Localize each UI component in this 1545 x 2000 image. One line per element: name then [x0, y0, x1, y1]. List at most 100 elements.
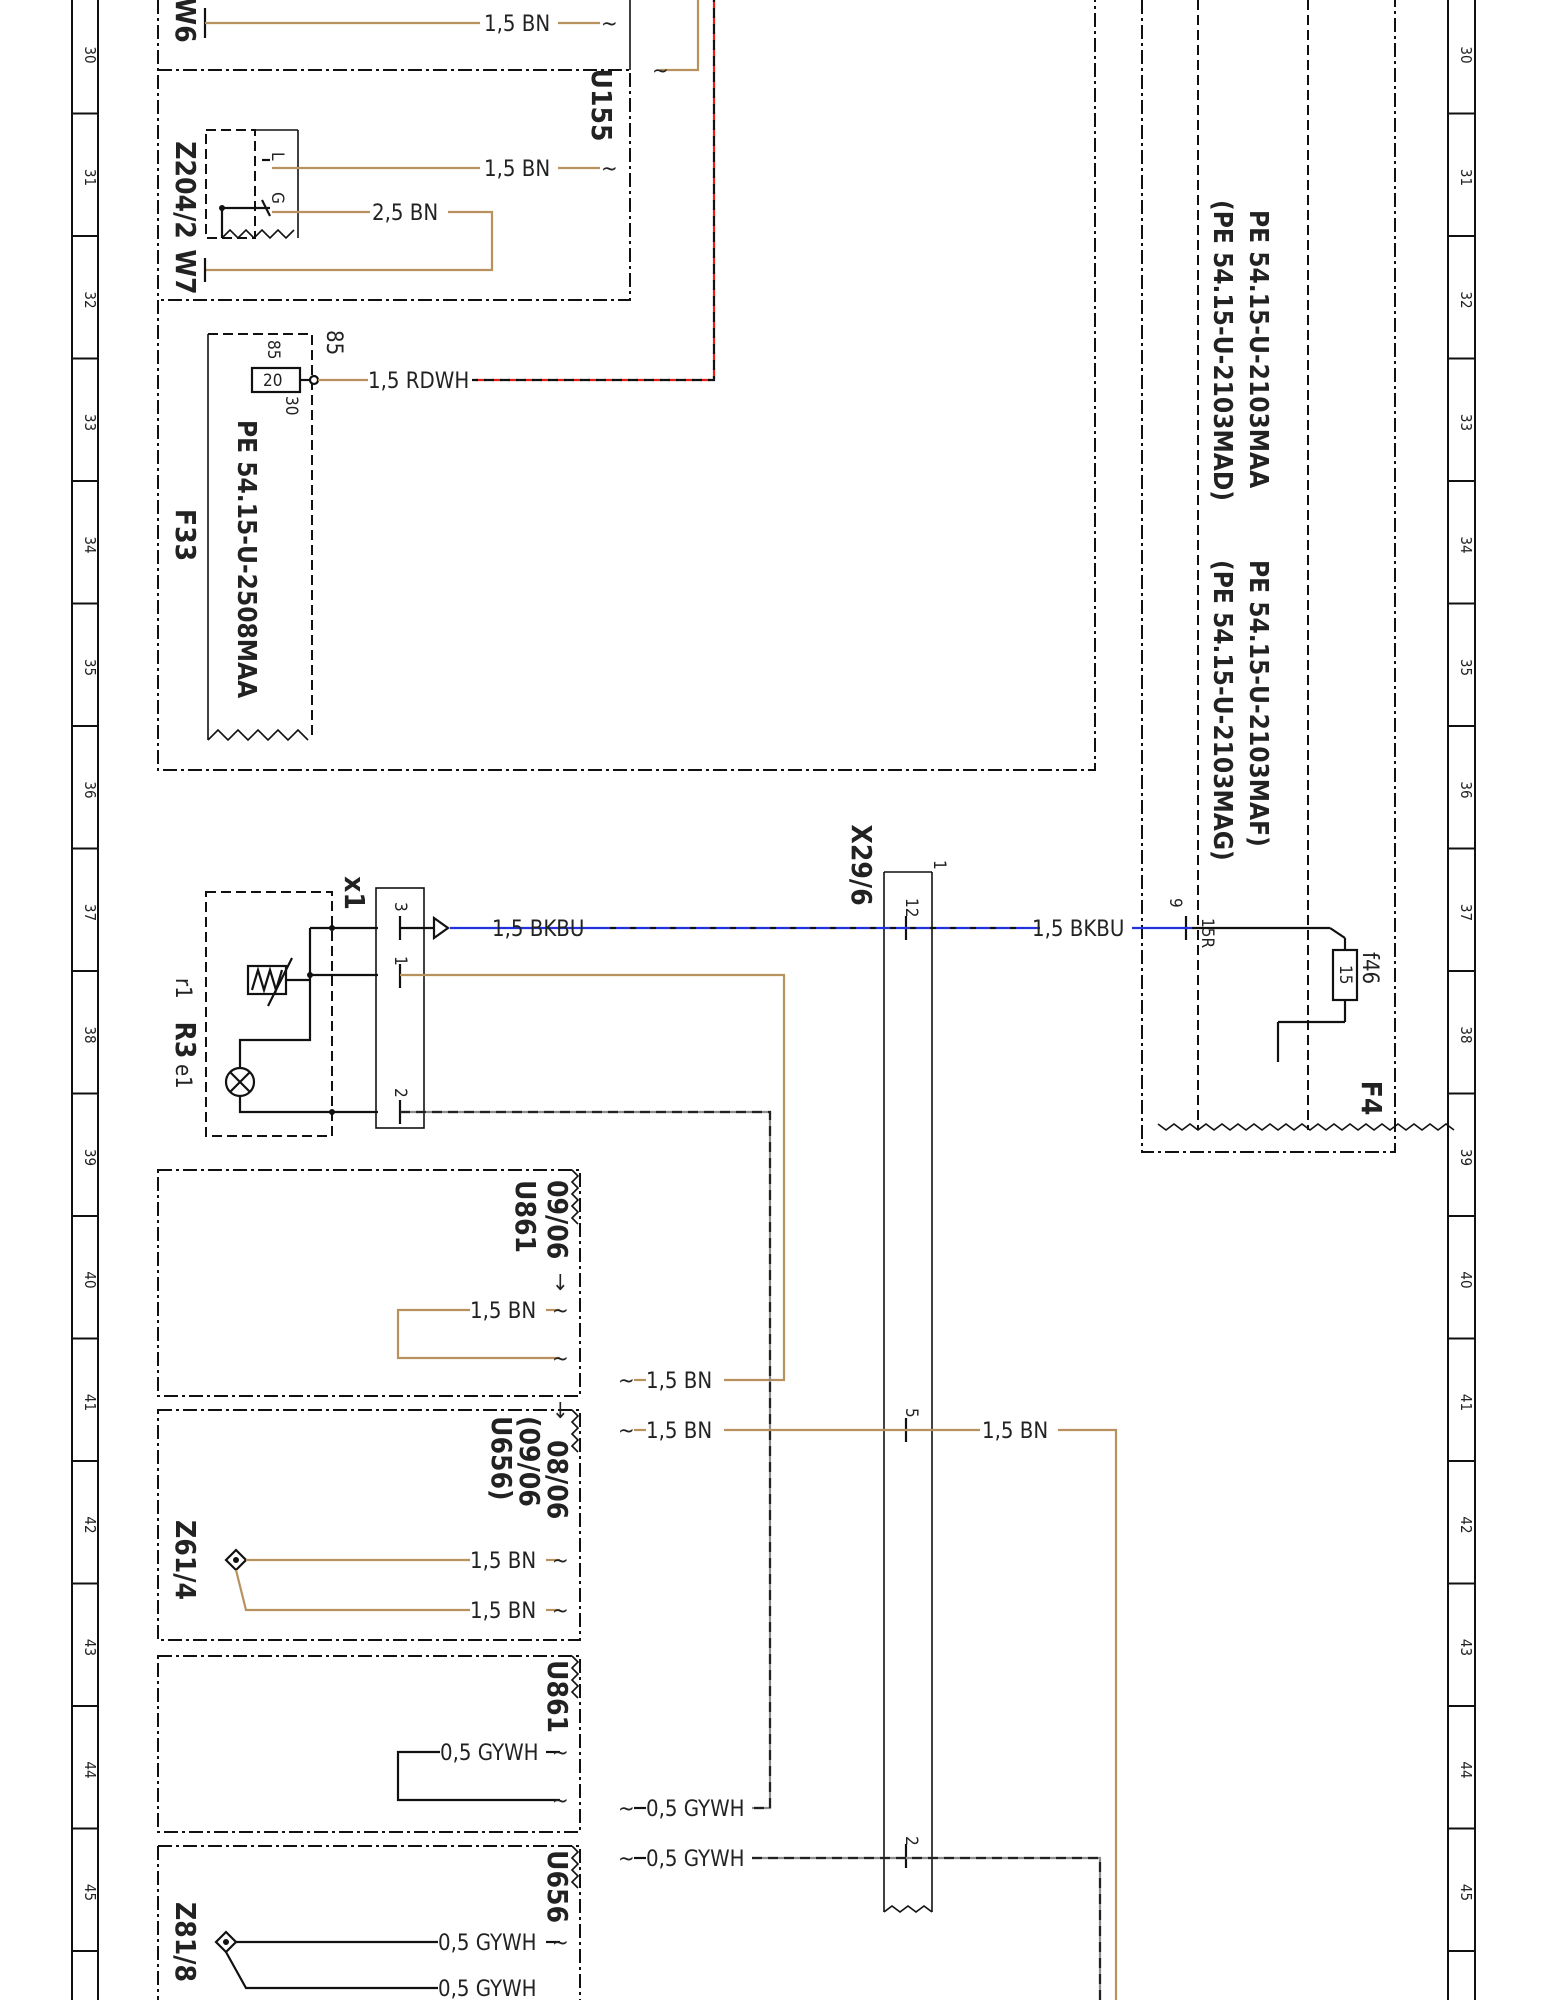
f4-label: F4: [1355, 1081, 1388, 1116]
row-number: 37: [1457, 904, 1475, 921]
wire-label-z61-b: 1,5 BN: [470, 1599, 536, 1624]
left-row-rail: [71, 0, 99, 2000]
row-number: 44: [81, 1761, 99, 1778]
u656-box-b: [157, 1845, 581, 2000]
pin-z204-G: G: [267, 192, 287, 204]
wire-label-x29-5: 1,5 BN: [982, 1419, 1048, 1444]
u656-box-a: [157, 1409, 581, 1641]
u155-label: U155: [585, 68, 618, 141]
fuse-f46-value: 15: [1335, 965, 1355, 984]
connector-symbol: ~: [618, 1797, 635, 1822]
arrow-down: ↓: [552, 1399, 569, 1424]
wire-label-u861b-loop: 0,5 GYWH: [440, 1741, 539, 1766]
u155-box: [157, 0, 1096, 771]
wire-label-z204-G: 2,5 BN: [372, 201, 438, 226]
row-number: 40: [81, 1271, 99, 1288]
connector-symbol: ~: [601, 12, 618, 37]
pin-x29-12: 12: [901, 898, 921, 917]
row-number: 36: [81, 781, 99, 798]
z204-connector: [205, 129, 299, 240]
f33-label: F33: [169, 509, 202, 561]
z204-label: Z204/2: [169, 141, 202, 239]
row-number: 42: [81, 1516, 99, 1533]
pin-x1-1: 1: [390, 956, 410, 966]
pin-f33-85: 85: [321, 330, 346, 355]
z61-4-label: Z61/4: [169, 1520, 202, 1600]
arrow-down: ↓: [552, 1271, 569, 1296]
u861-a-code: 09/06: [541, 1180, 574, 1259]
row-number: 43: [1457, 1639, 1475, 1656]
pin-x29-2: 2: [901, 1836, 921, 1846]
row-number: 33: [81, 414, 99, 431]
pin-x1-3: 3: [390, 902, 410, 912]
u656-note-2: U656): [485, 1416, 518, 1501]
connector-symbol: ~: [618, 1419, 635, 1444]
row-number: 30: [81, 46, 99, 63]
row-number: 39: [81, 1149, 99, 1166]
right-row-rail: [1447, 0, 1476, 2000]
row-number: 31: [81, 169, 99, 186]
x1-connector: [375, 887, 450, 1129]
f4-ref-4: (PE 54.15-U-2103MAG): [1207, 560, 1237, 861]
connector-symbol: ~: [552, 1931, 569, 1956]
f4-fuse-box: [1141, 0, 1455, 1153]
f46-label: f46: [1357, 952, 1382, 984]
row-number: 31: [1457, 169, 1475, 186]
pin-f4-15r: 15R: [1197, 918, 1217, 948]
w6-label: W6: [169, 0, 202, 43]
wire-label-z81-b: 0,5 GYWH: [438, 1977, 537, 2000]
connector-symbol: ~: [601, 157, 618, 182]
connector-symbol: ~: [618, 1847, 635, 1872]
e1-label: e1: [170, 1064, 195, 1089]
pin-f33-85-inner: 85: [263, 340, 283, 359]
z81-8-label: Z81/8: [169, 1902, 202, 1982]
row-number: 43: [81, 1639, 99, 1656]
r3-label: R3: [169, 1022, 202, 1059]
pin-z204-L: L: [267, 152, 287, 161]
row-number: 32: [81, 291, 99, 308]
pin-x29-5: 5: [901, 1408, 921, 1418]
pin-f33-30: 30: [281, 396, 301, 415]
row-number: 35: [81, 659, 99, 676]
f4-ref-1: PE 54.15-U-2103MAA: [1243, 210, 1273, 488]
x1-label: x1: [338, 876, 371, 910]
r1-label: r1: [170, 978, 195, 999]
u861-box-b: [157, 1655, 581, 1833]
pin-f4-9: 9: [1165, 898, 1185, 908]
wire-label-z81-a: 0,5 GYWH: [438, 1931, 537, 1956]
connector-symbol: ~: [552, 1347, 569, 1372]
u861-a-label: U861: [509, 1180, 542, 1253]
row-number: 42: [1457, 1516, 1475, 1533]
row-number: 36: [1457, 781, 1475, 798]
u656-range: 08/06: [541, 1440, 574, 1519]
wire-label-u861-out: 1,5 BN: [646, 1369, 712, 1394]
u656-note-1: (09/06: [513, 1416, 546, 1507]
wire-label-u656b-out: 0,5 GYWH: [646, 1847, 745, 1872]
row-number: 34: [81, 536, 99, 553]
wire-label-f4-15r: 1,5 BKBU: [1032, 917, 1124, 942]
connector-symbol: ~: [618, 1369, 635, 1394]
wire-label-u861-loop: 1,5 BN: [470, 1299, 536, 1324]
f4-ref-2: PE 54.15-U-2103MAF): [1243, 560, 1273, 847]
connector-symbol: ~: [652, 59, 669, 84]
w7-label: W7: [169, 249, 202, 294]
wire-label-f33: 1,5 RDWH: [368, 369, 469, 394]
x29-6-label: X29/6: [845, 824, 878, 905]
f4-ref-3: (PE 54.15-U-2103MAD): [1207, 200, 1237, 501]
connector-symbol: ~: [552, 1549, 569, 1574]
wire-label-z61-a: 1,5 BN: [470, 1549, 536, 1574]
x29-6-connector: [883, 871, 933, 1913]
row-number: 45: [1457, 1884, 1475, 1901]
connector-symbol: ~: [552, 1789, 569, 1814]
row-number: 30: [1457, 46, 1475, 63]
row-number: 40: [1457, 1271, 1475, 1288]
wire-label-z204-L: 1,5 BN: [484, 157, 550, 182]
f33-fuse-box: [207, 333, 320, 742]
connector-symbol: ~: [552, 1741, 569, 1766]
row-number: 37: [81, 904, 99, 921]
connector-symbol: ~: [552, 1299, 569, 1324]
f33-ref: PE 54.15-U-2508MAA: [231, 420, 261, 698]
r3-component: [205, 891, 378, 1137]
